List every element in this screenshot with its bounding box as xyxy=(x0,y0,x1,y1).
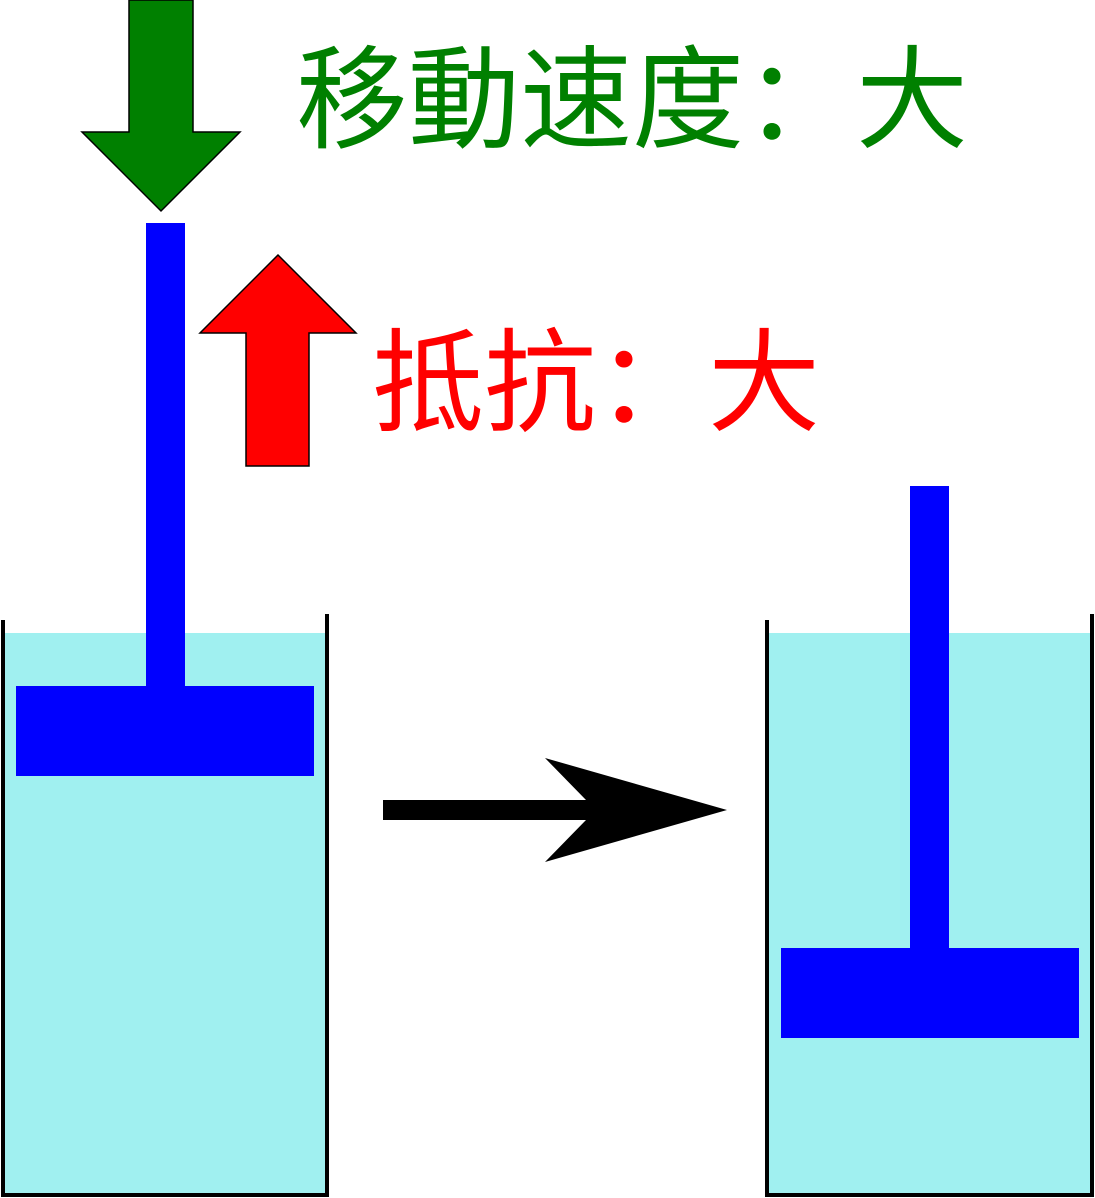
right-arrow-icon xyxy=(383,758,727,862)
piston-rod-after xyxy=(910,486,949,956)
piston-rod-before xyxy=(146,223,185,693)
speed-label: 移動速度：大 xyxy=(296,36,968,166)
piston-head-after xyxy=(781,948,1079,1038)
resistance-label: 抵抗：大 xyxy=(372,319,820,449)
down-arrow-icon xyxy=(80,0,242,213)
piston-after xyxy=(781,486,1079,1038)
container-walls-before xyxy=(1,614,329,1197)
piston-before xyxy=(16,223,314,776)
container-walls-after xyxy=(765,614,1094,1197)
piston-head-before xyxy=(16,686,314,776)
up-arrow-icon xyxy=(198,253,358,467)
